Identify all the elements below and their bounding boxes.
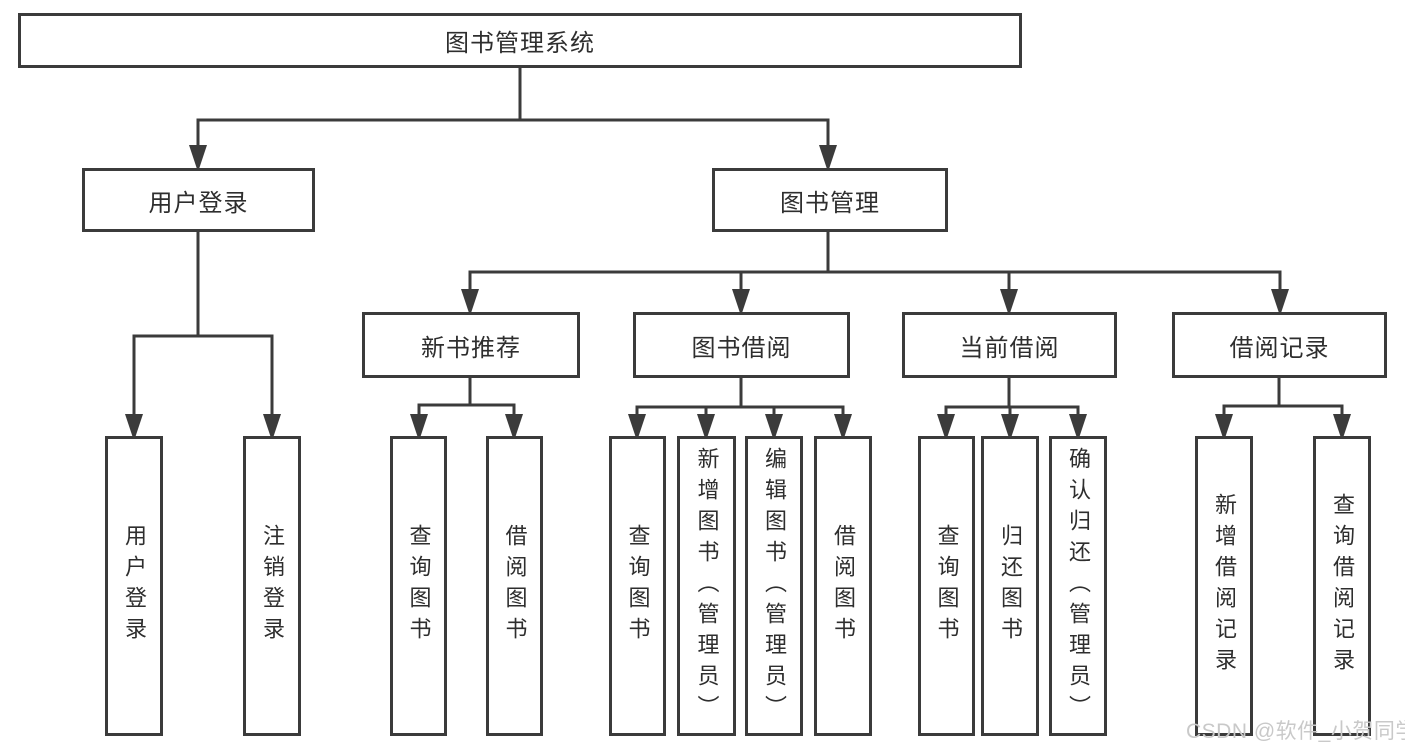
node-new-book-recommend: 新书推荐 (362, 312, 580, 378)
leaf-newbooks-query-books-label: 查询图书 (406, 524, 432, 648)
arrow-down-icon (834, 414, 852, 441)
leaf-borrowing-edit-books-admin-label: 编辑图书（管理员） (762, 446, 787, 726)
arrow-down-icon (189, 145, 207, 172)
leaf-borrowing-add-books-admin: 新增图书（管理员） (677, 436, 736, 736)
leaf-borrowing-borrow-books-label: 借阅图书 (831, 524, 856, 648)
arrow-down-icon (1271, 289, 1289, 316)
leaf-logout: 注销登录 (243, 436, 301, 736)
node-book-borrowing: 图书借阅 (633, 312, 850, 378)
leaf-current-return-books-label: 归还图书 (998, 524, 1023, 648)
leaf-borrowing-edit-books-admin: 编辑图书（管理员） (745, 436, 803, 736)
leaf-newbooks-query-books: 查询图书 (390, 436, 447, 736)
node-current-borrowing: 当前借阅 (902, 312, 1117, 378)
leaf-current-confirm-return-admin: 确认归还（管理员） (1049, 436, 1107, 736)
arrow-down-icon (1001, 414, 1019, 441)
leaf-records-query-record-label: 查询借阅记录 (1330, 493, 1355, 679)
leaf-borrowing-borrow-books: 借阅图书 (814, 436, 872, 736)
arrow-down-icon (1000, 289, 1018, 316)
arrow-down-icon (410, 414, 428, 441)
arrow-down-icon (732, 289, 750, 316)
node-book-management-label: 图书管理 (780, 189, 880, 217)
arrow-down-icon (765, 414, 783, 441)
arrow-down-icon (1333, 414, 1351, 441)
node-user-login: 用户登录 (82, 168, 315, 232)
leaf-records-query-record: 查询借阅记录 (1313, 436, 1371, 736)
leaf-records-add-record: 新增借阅记录 (1195, 436, 1253, 736)
leaf-current-query-books-label: 查询图书 (934, 524, 960, 648)
node-current-borrowing-label: 当前借阅 (959, 334, 1060, 362)
leaf-newbooks-borrow-books: 借阅图书 (486, 436, 543, 736)
leaf-current-return-books: 归还图书 (981, 436, 1039, 736)
node-root-label: 图书管理系统 (445, 30, 595, 57)
arrow-down-icon (1215, 414, 1233, 441)
leaf-borrowing-query-books-label: 查询图书 (625, 524, 651, 648)
node-new-book-recommend-label: 新书推荐 (421, 334, 521, 362)
leaf-newbooks-borrow-books-label: 借阅图书 (502, 524, 528, 648)
arrow-down-icon (125, 414, 143, 441)
node-root: 图书管理系统 (18, 13, 1022, 68)
arrow-down-icon (819, 145, 837, 172)
leaf-user-login: 用户登录 (105, 436, 163, 736)
node-book-management: 图书管理 (712, 168, 948, 232)
node-borrowing-records-label: 借阅记录 (1229, 334, 1330, 362)
arrow-down-icon (1069, 414, 1087, 441)
arrow-down-icon (263, 414, 281, 441)
arrow-down-icon (505, 414, 523, 441)
arrow-down-icon (461, 289, 479, 316)
leaf-logout-label: 注销登录 (260, 524, 285, 648)
node-borrowing-records: 借阅记录 (1172, 312, 1387, 378)
leaf-records-add-record-label: 新增借阅记录 (1212, 493, 1237, 679)
leaf-current-confirm-return-admin-label: 确认归还（管理员） (1066, 446, 1091, 726)
arrow-down-icon (697, 414, 715, 441)
watermark: CSDN @软件_小贺同学 (1186, 720, 1405, 743)
leaf-current-query-books: 查询图书 (918, 436, 975, 736)
leaf-borrowing-query-books: 查询图书 (609, 436, 666, 736)
arrow-down-icon (628, 414, 646, 441)
node-user-login-label: 用户登录 (148, 189, 249, 217)
leaf-borrowing-add-books-admin-label: 新增图书（管理员） (694, 446, 720, 726)
node-book-borrowing-label: 图书借阅 (691, 334, 792, 362)
arrow-down-icon (937, 414, 955, 441)
leaf-user-login-label: 用户登录 (122, 524, 147, 648)
